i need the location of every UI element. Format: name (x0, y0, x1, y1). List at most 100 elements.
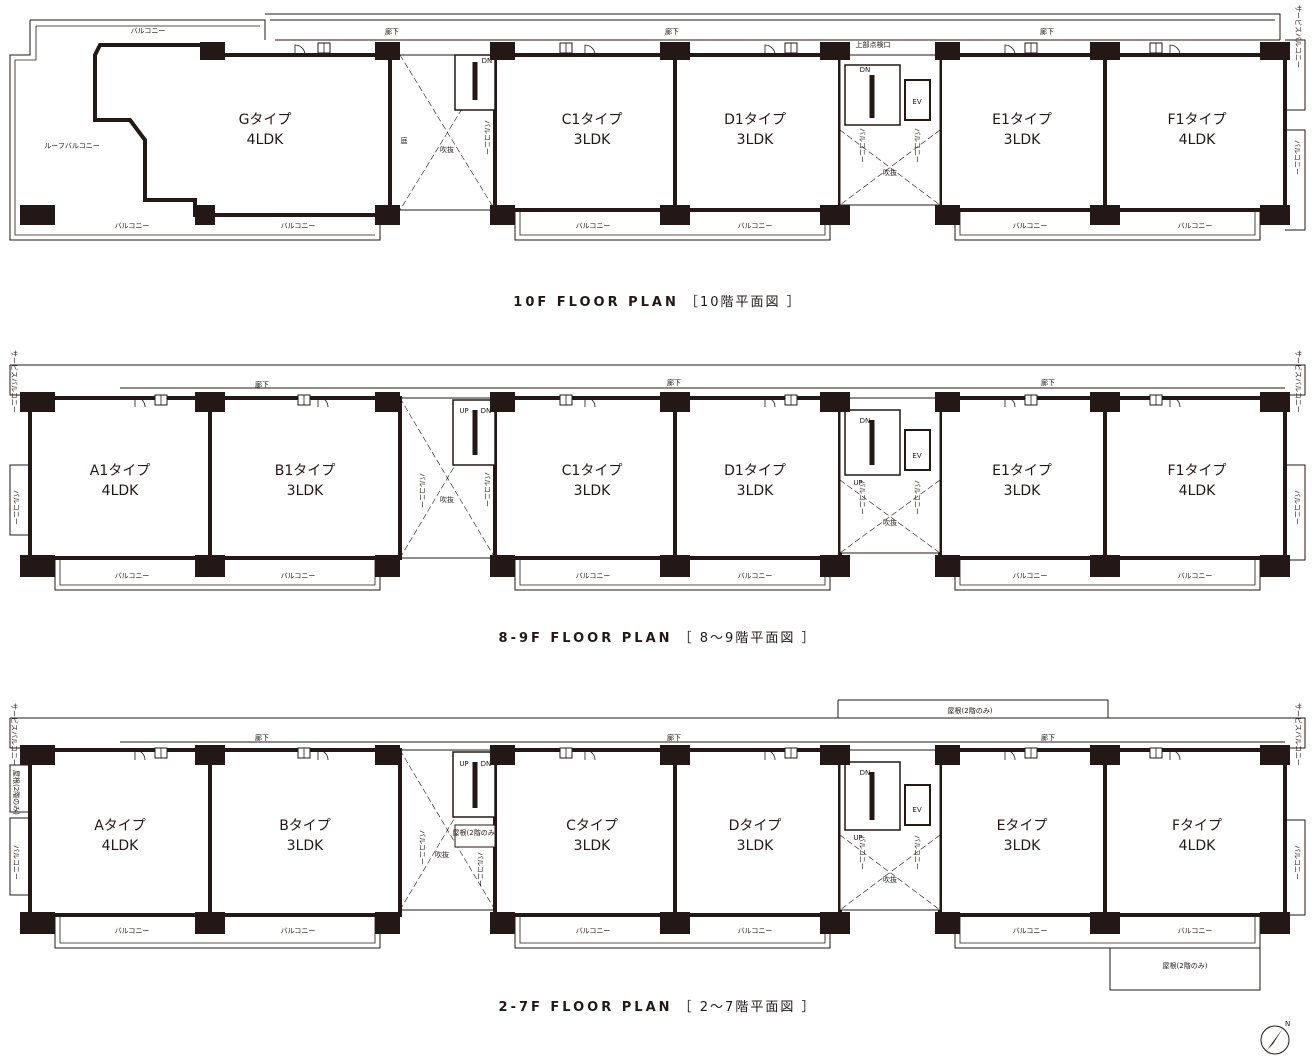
corridor-label: 廊下 (667, 733, 681, 742)
unit-layout: 3LDK (1004, 838, 1041, 854)
balcony-label: バルコニー (115, 572, 150, 580)
floor-title-en: 8-9F FLOOR PLAN (498, 631, 673, 646)
balcony-label: バルコニー (738, 572, 773, 580)
compass-label: N (1285, 1020, 1290, 1028)
compass-ring (1260, 1025, 1290, 1055)
unit-layout: 3LDK (1004, 132, 1041, 148)
unit-layout: 3LDK (737, 132, 774, 148)
atrium-label: 吹抜 (883, 168, 897, 177)
balcony-label: バルコニー (12, 845, 20, 880)
balcony-label: バルコニー (738, 927, 773, 935)
stair-dn-label: DN (481, 407, 492, 415)
service-balcony-label: サービスバルコニー (1294, 703, 1303, 766)
balcony-label: バルコニー (1293, 845, 1301, 880)
balcony-label: バルコニー (858, 835, 866, 870)
unit-layout: 3LDK (737, 838, 774, 854)
floor-title-en: 10F FLOOR PLAN (513, 295, 679, 310)
balcony-label: バルコニー (858, 128, 866, 163)
balcony-label: バルコニー (913, 835, 921, 870)
floor-title-8-9f: 8-9F FLOOR PLAN ［ 8～9階平面図 ］ (0, 627, 1315, 646)
service-balcony-label: サービスバルコニー (10, 703, 19, 766)
balcony-label: バルコニー (913, 128, 921, 163)
balcony-label: バルコニー (1013, 222, 1048, 230)
plan-8-9f: 廊下 廊下 廊下 バルコニー バルコニー バルコニー バルコニー バルコニー バ… (9, 350, 1306, 591)
floor-title-2-7f: 2-7F FLOOR PLAN ［ 2～7階平面図 ］ (0, 996, 1315, 1015)
roof-balcony-label: ルーフバルコニー (44, 142, 99, 150)
balcony-label: バルコニー (1013, 572, 1048, 580)
floor-title-jp: ［ 8～9階平面図 ］ (678, 631, 817, 646)
roof-inspection-label: 上部点検口 (856, 40, 891, 49)
unit-layout: 3LDK (287, 838, 324, 854)
floor-title-jp: ［10階平面図 ］ (685, 295, 802, 310)
unit-name: Aタイプ (94, 818, 146, 834)
compass: N (1260, 1020, 1290, 1055)
balcony-label: バルコニー (576, 572, 611, 580)
roof-label: 屋根(2階のみ) (948, 706, 993, 715)
unit-layout: 3LDK (574, 132, 611, 148)
corridor-label: 廊下 (665, 27, 679, 36)
unit-name: Dタイプ (729, 818, 782, 834)
plan-10f: バルコニー ルーフバルコニー バルコニー バルコニー バルコニー バルコニー バ… (9, 5, 1306, 241)
balcony-label: バルコニー (115, 927, 150, 935)
floor-title-10f: 10F FLOOR PLAN ［10階平面図 ］ (0, 291, 1315, 310)
ev-label: EV (912, 452, 921, 460)
balcony-label: バルコニー (483, 120, 491, 155)
balcony-label: バルコニー (1293, 490, 1301, 525)
unit-layout: 3LDK (737, 483, 774, 499)
corridor-label: 廊下 (1041, 378, 1055, 387)
service-balcony-label: サービスバルコニー (10, 350, 19, 413)
roof-label: 屋根(2階のみ) (12, 770, 21, 815)
service-balcony-label: サービスバルコニー (1294, 350, 1303, 413)
unit-layout: 3LDK (1004, 483, 1041, 499)
stair-dn-label: DN (482, 57, 493, 65)
balcony-label: バルコニー (1013, 927, 1048, 935)
corridor-label: 廊下 (1041, 733, 1055, 742)
unit-name: E1タイプ (992, 463, 1052, 479)
floor-title-en: 2-7F FLOOR PLAN (498, 1000, 673, 1015)
unit-name: Eタイプ (997, 818, 1048, 834)
unit-layout: 3LDK (574, 838, 611, 854)
unit-layout: 4LDK (247, 132, 284, 148)
ev-label: EV (912, 806, 921, 814)
unit-name: D1タイプ (724, 463, 786, 479)
stair-up-label: UP (853, 479, 862, 487)
balcony-label: バルコニー (1293, 140, 1301, 175)
balcony-label: バルコニー (131, 27, 166, 35)
corridor-label: 廊下 (255, 380, 269, 389)
unit-layout: 4LDK (1179, 132, 1216, 148)
unit-name: F1タイプ (1168, 463, 1227, 479)
service-balcony-label: サービスバルコニー (1294, 5, 1303, 68)
balcony-label: バルコニー (12, 490, 20, 525)
stair-dn-label: DN (481, 760, 492, 768)
unit-layout: 3LDK (574, 483, 611, 499)
balcony-label: バルコニー (483, 472, 491, 507)
atrium-label: 吹抜 (883, 875, 897, 884)
balcony-label: バルコニー (858, 480, 866, 515)
balcony-label: バルコニー (281, 222, 316, 230)
unit-layout: 3LDK (287, 483, 324, 499)
balcony-label: バルコニー (281, 927, 316, 935)
balcony-label: バルコニー (418, 830, 426, 865)
unit-name: D1タイプ (724, 112, 786, 128)
unit-layout: 4LDK (102, 483, 139, 499)
unit-name: C1タイプ (562, 112, 623, 128)
unit-name: B1タイプ (275, 463, 336, 479)
balcony-label: バルコニー (913, 480, 921, 515)
atrium-label: 吹抜 (435, 850, 449, 859)
stair-dn-label: DN (860, 66, 871, 74)
stair-up-label: UP (853, 834, 862, 842)
unit-layout: 4LDK (1179, 838, 1216, 854)
balcony-label: バルコニー (1178, 222, 1213, 230)
unit-layout: 4LDK (1179, 483, 1216, 499)
unit-name: C1タイプ (562, 463, 623, 479)
roof-label: 屋根(2階のみ) (1163, 961, 1208, 970)
unit-name: Fタイプ (1172, 818, 1222, 834)
balcony-label: バルコニー (1178, 572, 1213, 580)
corridor-label: 廊下 (255, 733, 269, 742)
balcony-label: バルコニー (1178, 927, 1213, 935)
corridor-label: 廊下 (667, 378, 681, 387)
unit-name: E1タイプ (992, 112, 1052, 128)
floor-title-jp: ［ 2～7階平面図 ］ (678, 1000, 817, 1015)
unit-layout: 4LDK (102, 838, 139, 854)
